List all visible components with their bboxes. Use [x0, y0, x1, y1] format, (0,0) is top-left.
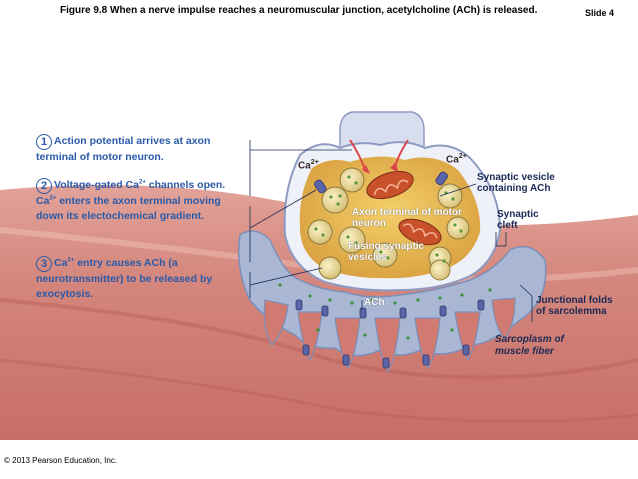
step-3-text-b: entry causes ACh (a neurotransmitter) to…: [36, 257, 213, 300]
copyright-notice: © 2013 Pearson Education, Inc.: [4, 456, 118, 465]
step-3-sup-a: 2+: [67, 257, 75, 264]
slide-number: Slide 4: [585, 8, 615, 18]
step-2-text-c: enters the axon terminal moving down its…: [36, 195, 221, 222]
ca-label-left: Ca2+: [298, 159, 319, 171]
step-2-number: 2: [36, 178, 52, 194]
axon-terminal-label: Axon terminal of motor neuron: [352, 207, 463, 229]
ca-left-sup: 2+: [310, 159, 319, 166]
ca-right-base: Ca: [446, 154, 459, 166]
step-1-description: Action potential arrives at axon termina…: [36, 135, 211, 163]
step-2-text-a: Voltage-gated Ca: [54, 179, 139, 191]
step-3-text-pre: Ca: [54, 257, 68, 269]
figure-title: Figure 9.8 When a nerve impulse reaches …: [60, 5, 538, 16]
step-3-number: 3: [36, 256, 52, 272]
ca-left-base: Ca: [298, 160, 311, 172]
step-1-number: 1: [36, 134, 52, 150]
neuromuscular-junction-illustration: [0, 111, 638, 440]
step-2-sup-b: 2+: [49, 195, 57, 202]
ach-label: ACh: [364, 297, 385, 308]
ca-label-right: Ca2+: [446, 153, 467, 165]
synaptic-vesicle-label: Synaptic vesicle containing ACh: [477, 172, 555, 194]
step-2-sup-a: 2+: [138, 179, 146, 186]
junctional-folds-label: Junctional folds of sarcolemma: [536, 295, 613, 317]
ca-right-sup: 2+: [458, 153, 467, 160]
sarcoplasm-label: Sarcoplasm of muscle fiber: [495, 334, 564, 357]
step-2-text-b: channels open. Ca: [36, 179, 226, 207]
synaptic-cleft-label: Synaptic cleft: [497, 209, 539, 231]
fusing-vesicles-label: Fusing synaptic vesicles: [348, 241, 425, 263]
